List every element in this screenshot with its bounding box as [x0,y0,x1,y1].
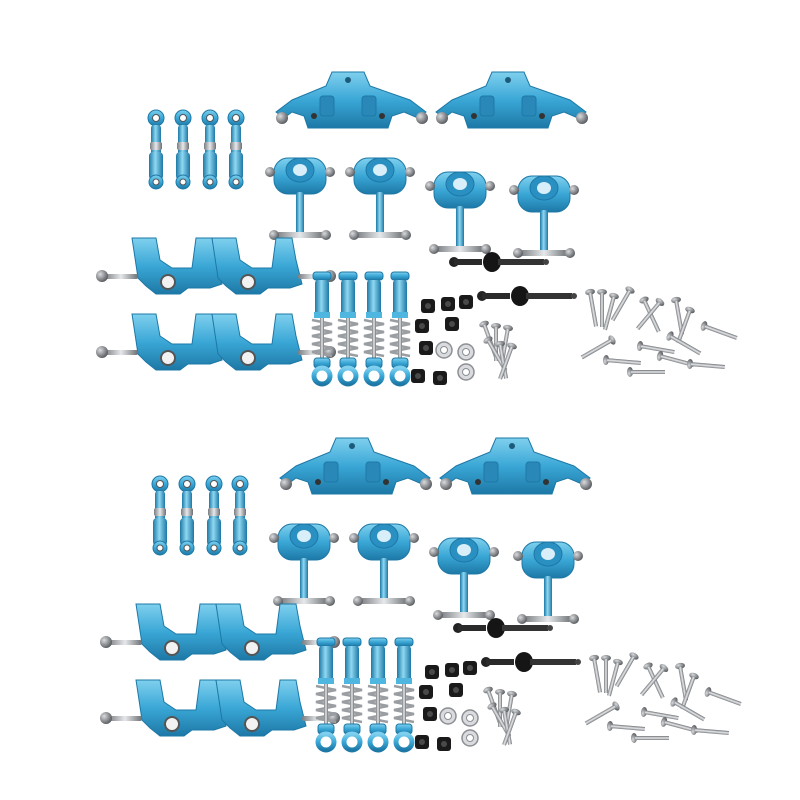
kit-set-1 [96,72,739,385]
kit-set-2 [100,438,743,751]
